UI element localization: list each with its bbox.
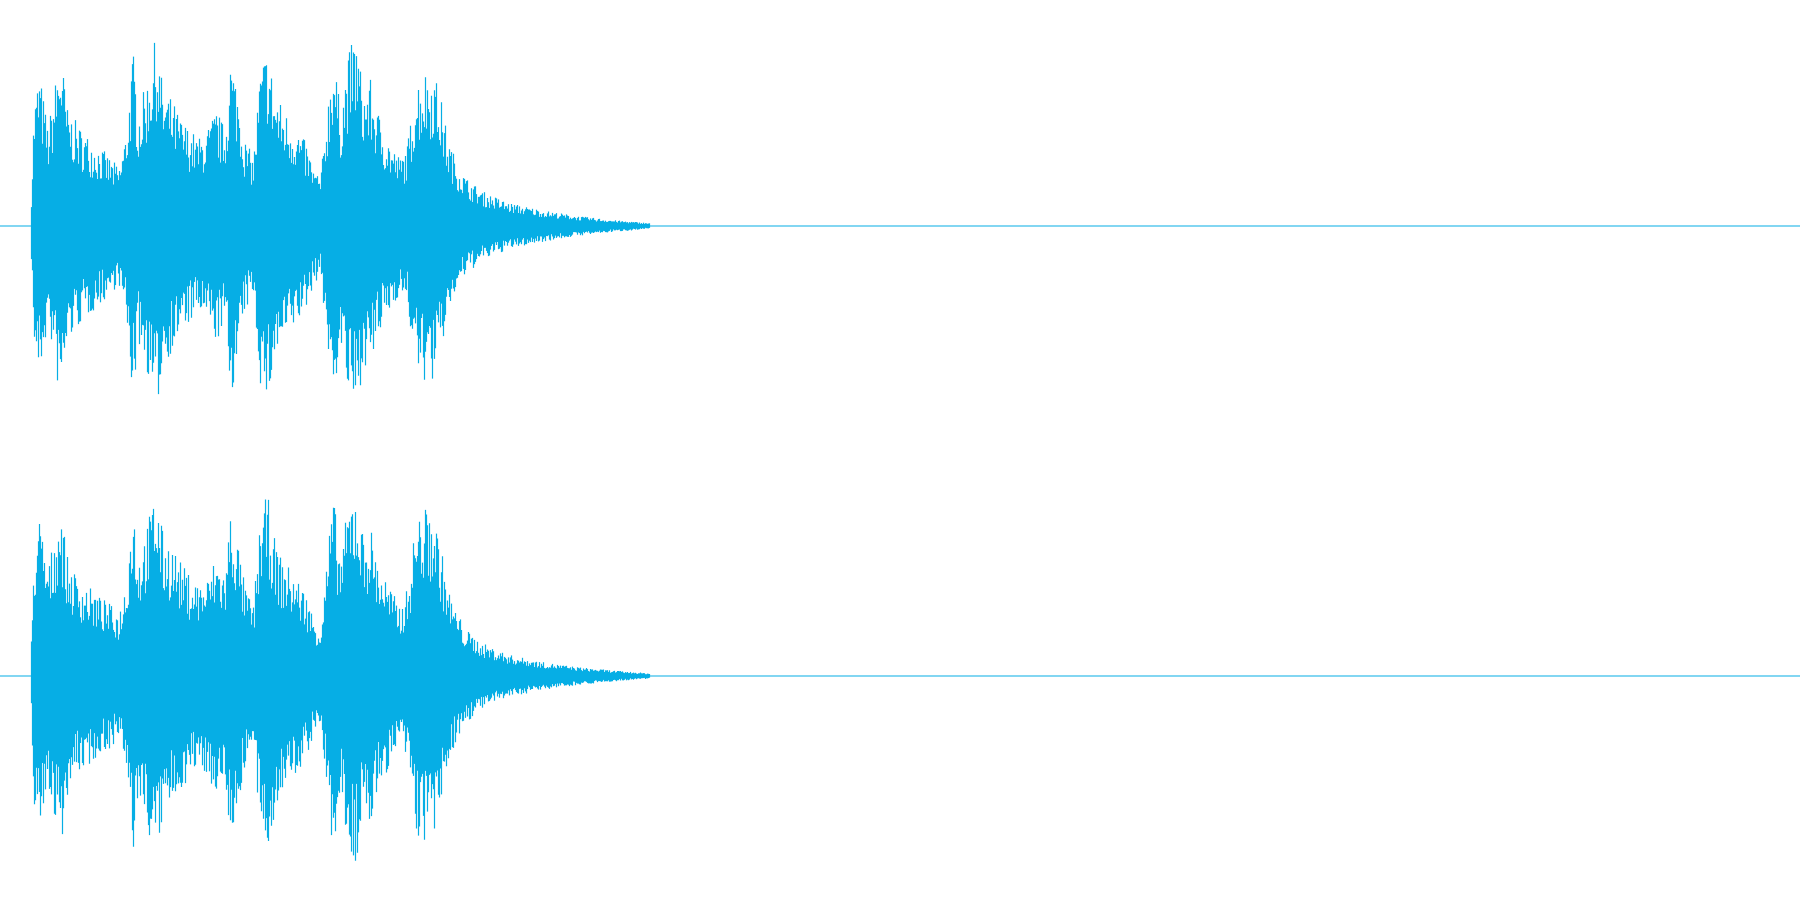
channel-1-track — [0, 42, 1800, 395]
channel-2-track — [0, 499, 1800, 861]
channel-2-waveform — [30, 499, 651, 861]
channel-1-waveform — [30, 42, 651, 395]
